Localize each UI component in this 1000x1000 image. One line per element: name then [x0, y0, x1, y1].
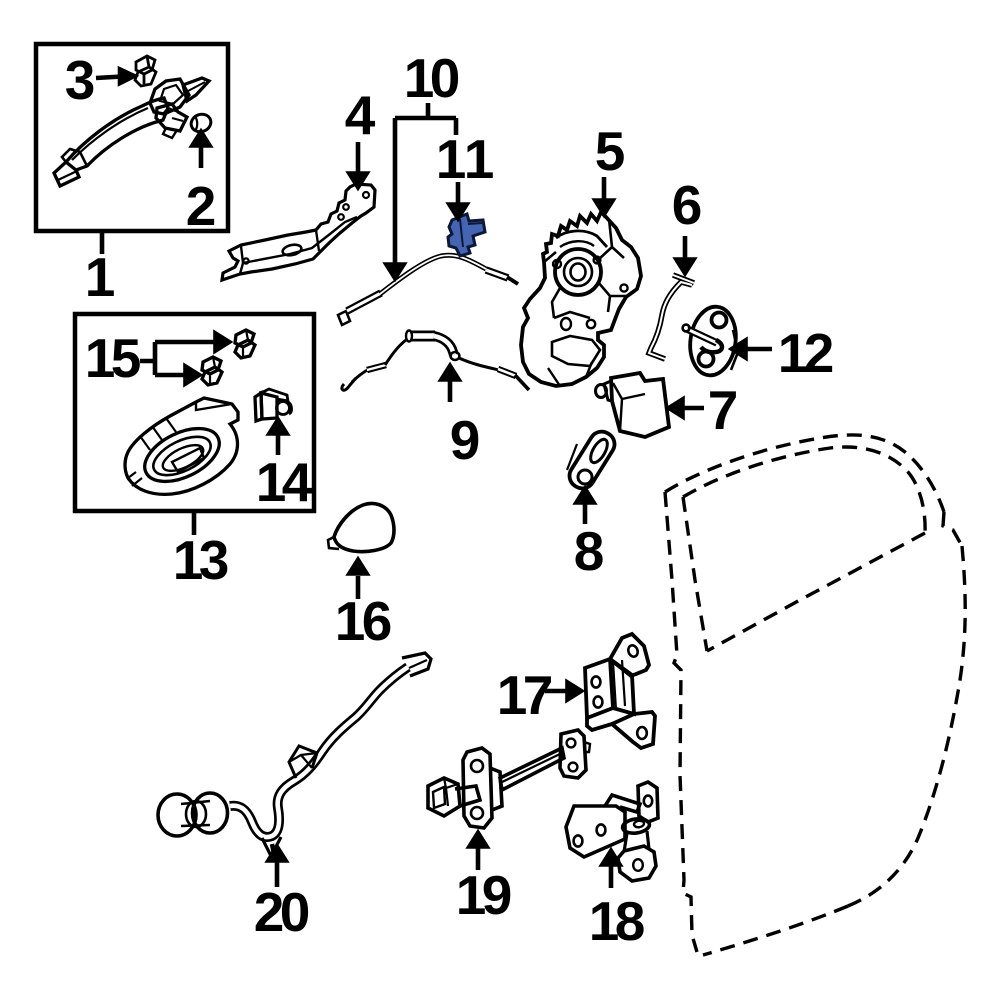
svg-text:2: 2 — [804, 322, 835, 384]
svg-text:1: 1 — [404, 47, 435, 109]
svg-text:2: 2 — [186, 175, 217, 237]
svg-text:1: 1 — [85, 327, 116, 389]
svg-text:0: 0 — [430, 47, 461, 109]
svg-text:0: 0 — [280, 881, 311, 943]
svg-text:1: 1 — [589, 890, 620, 952]
svg-text:9: 9 — [450, 409, 481, 471]
svg-text:1: 1 — [456, 864, 487, 926]
svg-text:5: 5 — [595, 120, 626, 182]
svg-text:2: 2 — [254, 881, 285, 943]
svg-text:4: 4 — [282, 451, 313, 513]
svg-text:3: 3 — [65, 49, 96, 111]
svg-text:9: 9 — [482, 864, 513, 926]
svg-text:1: 1 — [256, 451, 287, 513]
svg-text:1: 1 — [464, 128, 495, 190]
svg-text:8: 8 — [615, 890, 646, 952]
svg-text:6: 6 — [362, 590, 393, 652]
svg-text:1: 1 — [436, 128, 467, 190]
svg-text:1: 1 — [173, 529, 204, 591]
svg-text:3: 3 — [199, 529, 230, 591]
svg-text:5: 5 — [111, 327, 142, 389]
svg-text:1: 1 — [335, 590, 366, 652]
svg-text:1: 1 — [497, 664, 528, 726]
svg-text:6: 6 — [672, 174, 703, 236]
svg-text:7: 7 — [523, 664, 554, 726]
svg-text:1: 1 — [85, 246, 116, 308]
svg-text:8: 8 — [574, 520, 605, 582]
svg-text:1: 1 — [778, 322, 809, 384]
svg-text:4: 4 — [345, 84, 376, 146]
svg-text:7: 7 — [708, 379, 739, 441]
